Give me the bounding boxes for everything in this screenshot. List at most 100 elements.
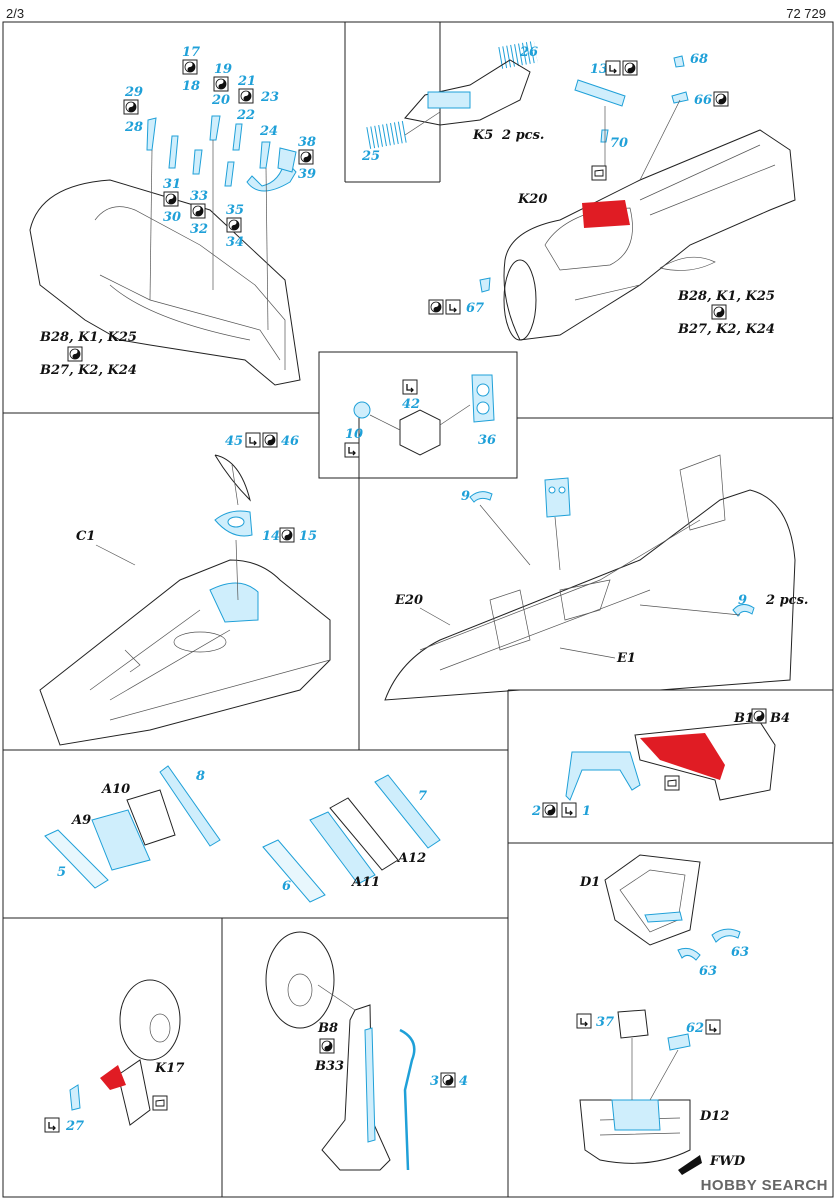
label-68: 68 [690,52,708,67]
yin-yang-icon [67,346,83,362]
panel-c1: 45 46 14 15 C1 [39,432,331,746]
label-3: 3 [430,1074,439,1089]
label-27: 27 [65,1119,84,1134]
label-36: 36 [478,433,496,448]
label-33: 33 [190,189,208,204]
yin-yang-icon [711,304,727,320]
label-1: 1 [582,804,591,819]
yin-yang-icon [622,60,638,76]
label-b8: B8 [317,1021,338,1036]
label-8: 8 [196,769,205,784]
label-46: 46 [281,434,299,449]
yin-yang-icon [298,149,314,165]
panel-b8-b33: B8 B33 3 4 [265,931,468,1171]
label-42: 42 [402,397,420,412]
label-9-pcs: 2 pcs. [765,593,808,608]
label-17: 17 [182,45,200,60]
ref-bottom-2: B27, K2, K24 [677,322,775,337]
decal-icon [664,775,680,791]
yin-yang-icon [163,191,179,207]
panel-nose-k20: 13 68 66 70 K20 67 B28, K1, K25 B27, K2,… [428,52,796,341]
label-e1: E1 [616,651,636,666]
label-a9: A9 [70,813,91,828]
label-20: 20 [211,93,230,108]
product-code: 72 729 [786,6,826,21]
checkmark-icon [402,379,418,395]
label-26: 26 [519,45,538,60]
label-4: 4 [459,1074,468,1089]
panel-e20-e1: 9 9 2 pcs. E20 E1 [384,454,808,701]
panel-cockpit-levers: 17 19 18 21 20 23 22 24 29 28 38 39 31 3… [29,45,316,386]
yin-yang-icon [182,59,198,75]
panel-k5: 26 25 K5 2 pcs. [361,40,544,164]
checkmark-icon [605,60,621,76]
label-pcs: 2 pcs. [501,128,544,143]
label-9b: 9 [738,593,747,608]
decal-icon [591,165,607,181]
label-66: 66 [694,93,712,108]
label-70: 70 [610,136,628,151]
label-23: 23 [260,90,279,105]
yin-yang-icon [213,76,229,92]
panel-inset-36: 42 10 36 [344,374,496,458]
ref-bottom: B27, K2, K24 [39,363,137,378]
label-14: 14 [262,529,280,544]
label-67: 67 [466,301,484,316]
yin-yang-icon [190,203,206,219]
label-22: 22 [236,108,255,123]
yin-yang-icon [123,99,139,115]
label-c1: C1 [76,529,95,544]
yin-yang-icon [226,217,242,233]
label-7: 7 [418,789,427,804]
ref-top: B28, K1, K25 [39,330,137,345]
label-13: 13 [590,62,608,77]
label-37: 37 [596,1015,614,1030]
label-k20: K20 [517,192,547,207]
checkmark-icon [44,1117,60,1133]
label-21: 21 [237,74,256,89]
label-k17: K17 [154,1061,184,1076]
label-34: 34 [226,235,244,250]
yin-yang-icon [238,88,254,104]
label-63b: 63 [699,964,717,979]
label-fwd: FWD [709,1154,746,1169]
label-31: 31 [163,177,181,192]
checkmark-icon [705,1019,721,1035]
label-19: 19 [214,62,232,77]
label-45: 45 [225,434,243,449]
yin-yang-icon [262,432,278,448]
label-6: 6 [282,879,291,894]
yin-yang-icon [440,1072,456,1088]
panel-a11-a12: 7 A12 A11 6 [262,774,441,903]
label-25: 25 [361,149,380,164]
label-a10: A10 [100,782,130,797]
yin-yang-icon [279,527,295,543]
label-d12: D12 [699,1109,729,1124]
label-38: 38 [298,135,316,150]
label-e20: E20 [394,593,423,608]
label-2: 2 [531,804,541,819]
checkmark-icon [561,802,577,818]
label-35: 35 [226,203,244,218]
panel-d1-d12: D1 63 63 37 62 D12 FWD [576,854,749,1175]
label-39: 39 [298,167,316,182]
label-b33: B33 [314,1059,344,1074]
label-b1: B1 [733,711,754,726]
yin-yang-icon [428,299,444,315]
yin-yang-icon [319,1038,335,1054]
watermark: HOBBY SEARCH [700,1177,828,1194]
page-number: 2/3 [6,6,25,21]
checkmark-icon [445,299,461,315]
label-18: 18 [182,79,200,94]
checkmark-icon [576,1013,592,1029]
yin-yang-icon [542,802,558,818]
panel-b1-b4: B1 B4 2 1 [531,708,790,819]
decal-icon [152,1095,168,1111]
label-30: 30 [163,210,181,225]
yin-yang-icon [713,91,729,107]
label-b4: B4 [769,711,790,726]
label-a11: A11 [350,875,380,890]
label-32: 32 [190,222,208,237]
panel-k17: K17 27 [44,979,184,1134]
